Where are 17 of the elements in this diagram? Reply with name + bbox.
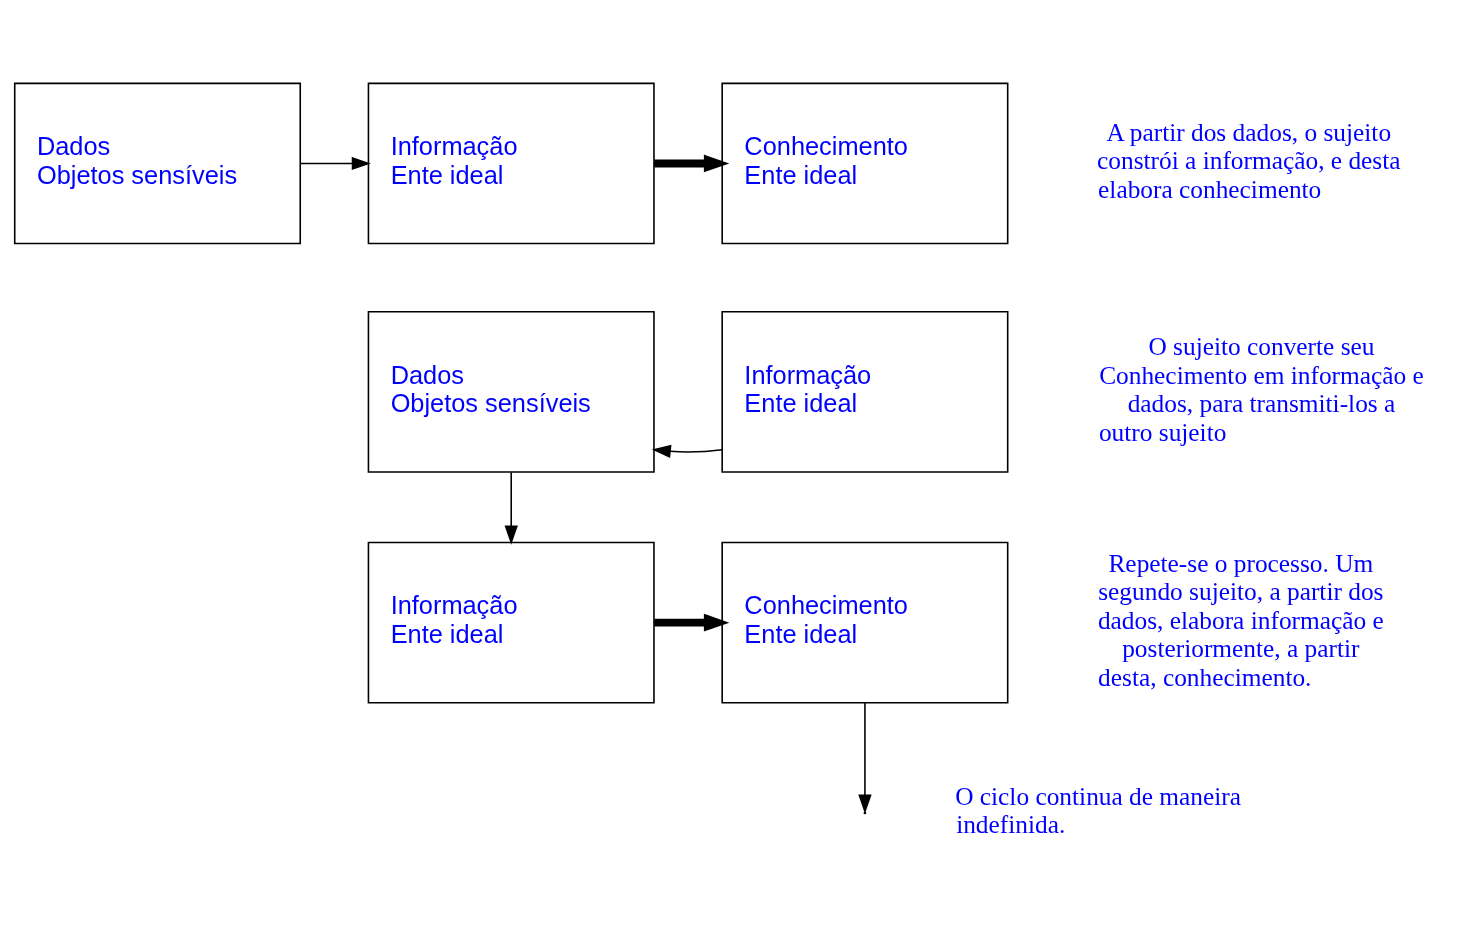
arrow [504, 471, 518, 545]
node-box: Conhecimento Ente ideal [721, 541, 1009, 704]
label: A partir dos dados, o sujeito constrói a informação, e desta elabora conhecimento [1097, 117, 1401, 204]
node-box: Informação Ente ideal [367, 82, 655, 245]
node-box: Dados Objetos sensíveis [13, 82, 302, 245]
arrow [299, 156, 371, 171]
node-box: Informação Ente ideal [721, 310, 1009, 473]
label: O ciclo continua de maneira indefinida. [955, 781, 1242, 839]
node-box: Informação Ente ideal [367, 541, 655, 704]
arrow [651, 444, 723, 459]
arrow [654, 154, 730, 173]
arrow [858, 702, 872, 814]
node-box: Dados Objetos sensíveis [367, 310, 655, 473]
arrow [654, 613, 730, 632]
label: Repete-se o processo. Um segundo sujeito, a partir dos dados, elabora informação e posteriormente, a partir desta, conhecimento. [1097, 548, 1384, 691]
label: O sujeito converte seu Conhecimento em informação e dados, para transmiti-los a outro sujeito [1098, 332, 1424, 446]
node-box: Conhecimento Ente ideal [721, 82, 1009, 245]
